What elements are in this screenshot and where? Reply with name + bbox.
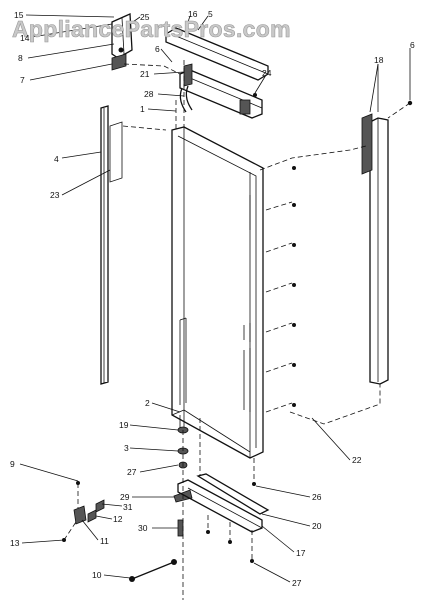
left-bracket [109,121,123,183]
callout-19: 19 [119,420,129,430]
callout-4: 4 [54,154,59,164]
callout-28: 28 [144,89,154,99]
assembly-lines [63,60,411,600]
callout-27-upper: 27 [127,467,137,477]
callout-26: 26 [312,492,322,502]
callout-23: 23 [50,190,60,200]
door-panel [171,126,264,459]
callout-29: 29 [120,492,130,502]
upper-hinge-bracket [111,13,133,71]
callout-16: 16 [188,9,198,19]
top-hinge-bar [179,63,263,119]
callout-17: 17 [296,548,306,558]
bottom-hinge-stack [62,426,193,542]
callout-11: 11 [100,536,109,546]
callout-labels: 15 14 25 8 7 16 5 6 21 24 28 1 6 18 4 23… [10,9,415,588]
callout-18: 18 [374,55,384,65]
callout-20: 20 [312,521,322,531]
right-trim-strip [361,113,389,385]
top-cap [165,27,269,81]
callout-6-right: 6 [410,40,415,50]
callout-3: 3 [124,443,129,453]
callout-1: 1 [140,104,145,114]
callout-24: 24 [262,68,272,78]
callout-14: 14 [20,33,30,43]
callout-15: 15 [14,10,24,20]
callout-7: 7 [20,75,25,85]
leader-lines [19,14,411,583]
left-trim-strip [100,105,109,385]
callout-30: 30 [138,523,148,533]
callout-2: 2 [145,398,150,408]
callout-6-top: 6 [155,44,160,54]
callout-25: 25 [140,12,150,22]
screws-right [253,93,413,407]
callout-22: 22 [352,455,362,465]
callout-13: 13 [10,538,20,548]
bottom-trim [177,473,270,563]
callout-9: 9 [10,459,15,469]
callout-5: 5 [208,9,213,19]
callout-31: 31 [123,502,133,512]
bottom-rod [129,559,177,582]
callout-12: 12 [113,514,123,524]
watermark-text: AppliancePartsPros.com [12,16,291,42]
callout-8: 8 [18,53,23,63]
callout-27-lower: 27 [292,578,302,588]
callout-10: 10 [92,570,102,580]
callout-21: 21 [140,69,150,79]
